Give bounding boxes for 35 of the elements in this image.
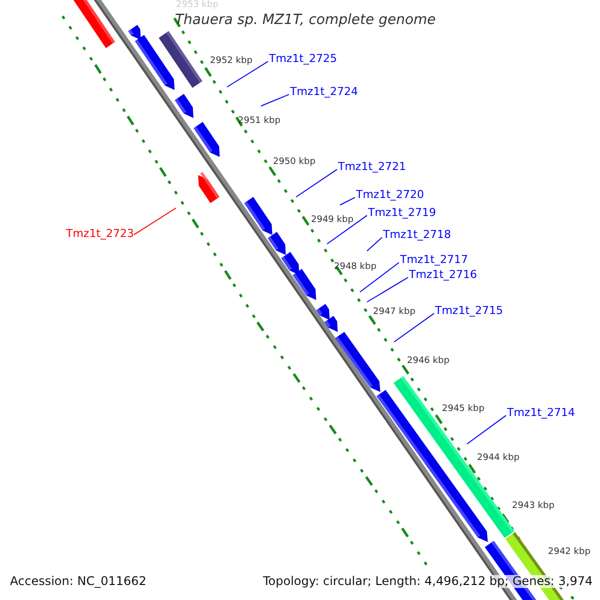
gene-label: Tmz1t_2714	[507, 407, 576, 420]
scale-label: 2943 kbp	[512, 502, 554, 512]
leader-line	[134, 208, 176, 236]
scale-label: 2944 kbp	[477, 454, 520, 464]
scale-label: 2950 kbp	[273, 158, 316, 168]
gene-label: Tmz1t_2717	[400, 254, 468, 266]
gene-label: Tmz1t_2724	[290, 86, 358, 98]
scale-label: 2945 kbp	[442, 405, 484, 415]
gene-label: Tmz1t_2720	[356, 189, 424, 202]
scale-label: 2949 kbp	[311, 216, 354, 226]
gene-label: Tmz1t_2716	[409, 269, 478, 282]
leader-line	[360, 262, 400, 292]
leader-line	[366, 236, 382, 252]
gene-label: Tmz1t_2719	[368, 207, 436, 220]
gene-label: Tmz1t_2721	[338, 161, 406, 174]
gene-label: Tmz1t_2725	[269, 53, 338, 66]
accession-text: Accession: NC_011662	[9, 575, 148, 588]
gene-label: Tmz1t_2715	[435, 305, 504, 318]
gene-label: Tmz1t_2718	[383, 229, 452, 242]
gene-label: Tmz1t_2723	[66, 228, 134, 240]
leader-line	[226, 60, 268, 88]
title: Thauera sp. MZ1T, complete genome	[175, 13, 436, 28]
scale-label: 2952 kbp	[210, 57, 252, 67]
scale-label: 2946 kbp	[407, 357, 450, 367]
scale-label: 2942 kbp	[548, 548, 590, 558]
leader-line	[326, 214, 368, 244]
scale-label: 2947 kbp	[373, 308, 416, 318]
leader-line	[366, 276, 408, 302]
leader-line	[340, 196, 356, 206]
leader-line	[296, 168, 338, 198]
leader-line	[260, 94, 290, 106]
genome-info-text: Topology: circular; Length: 4,496,212 bp; Genes: 3,974	[262, 575, 594, 588]
scale-label: 2948 kbp	[334, 263, 376, 273]
leader-line	[394, 312, 434, 342]
leader-line	[466, 414, 506, 444]
